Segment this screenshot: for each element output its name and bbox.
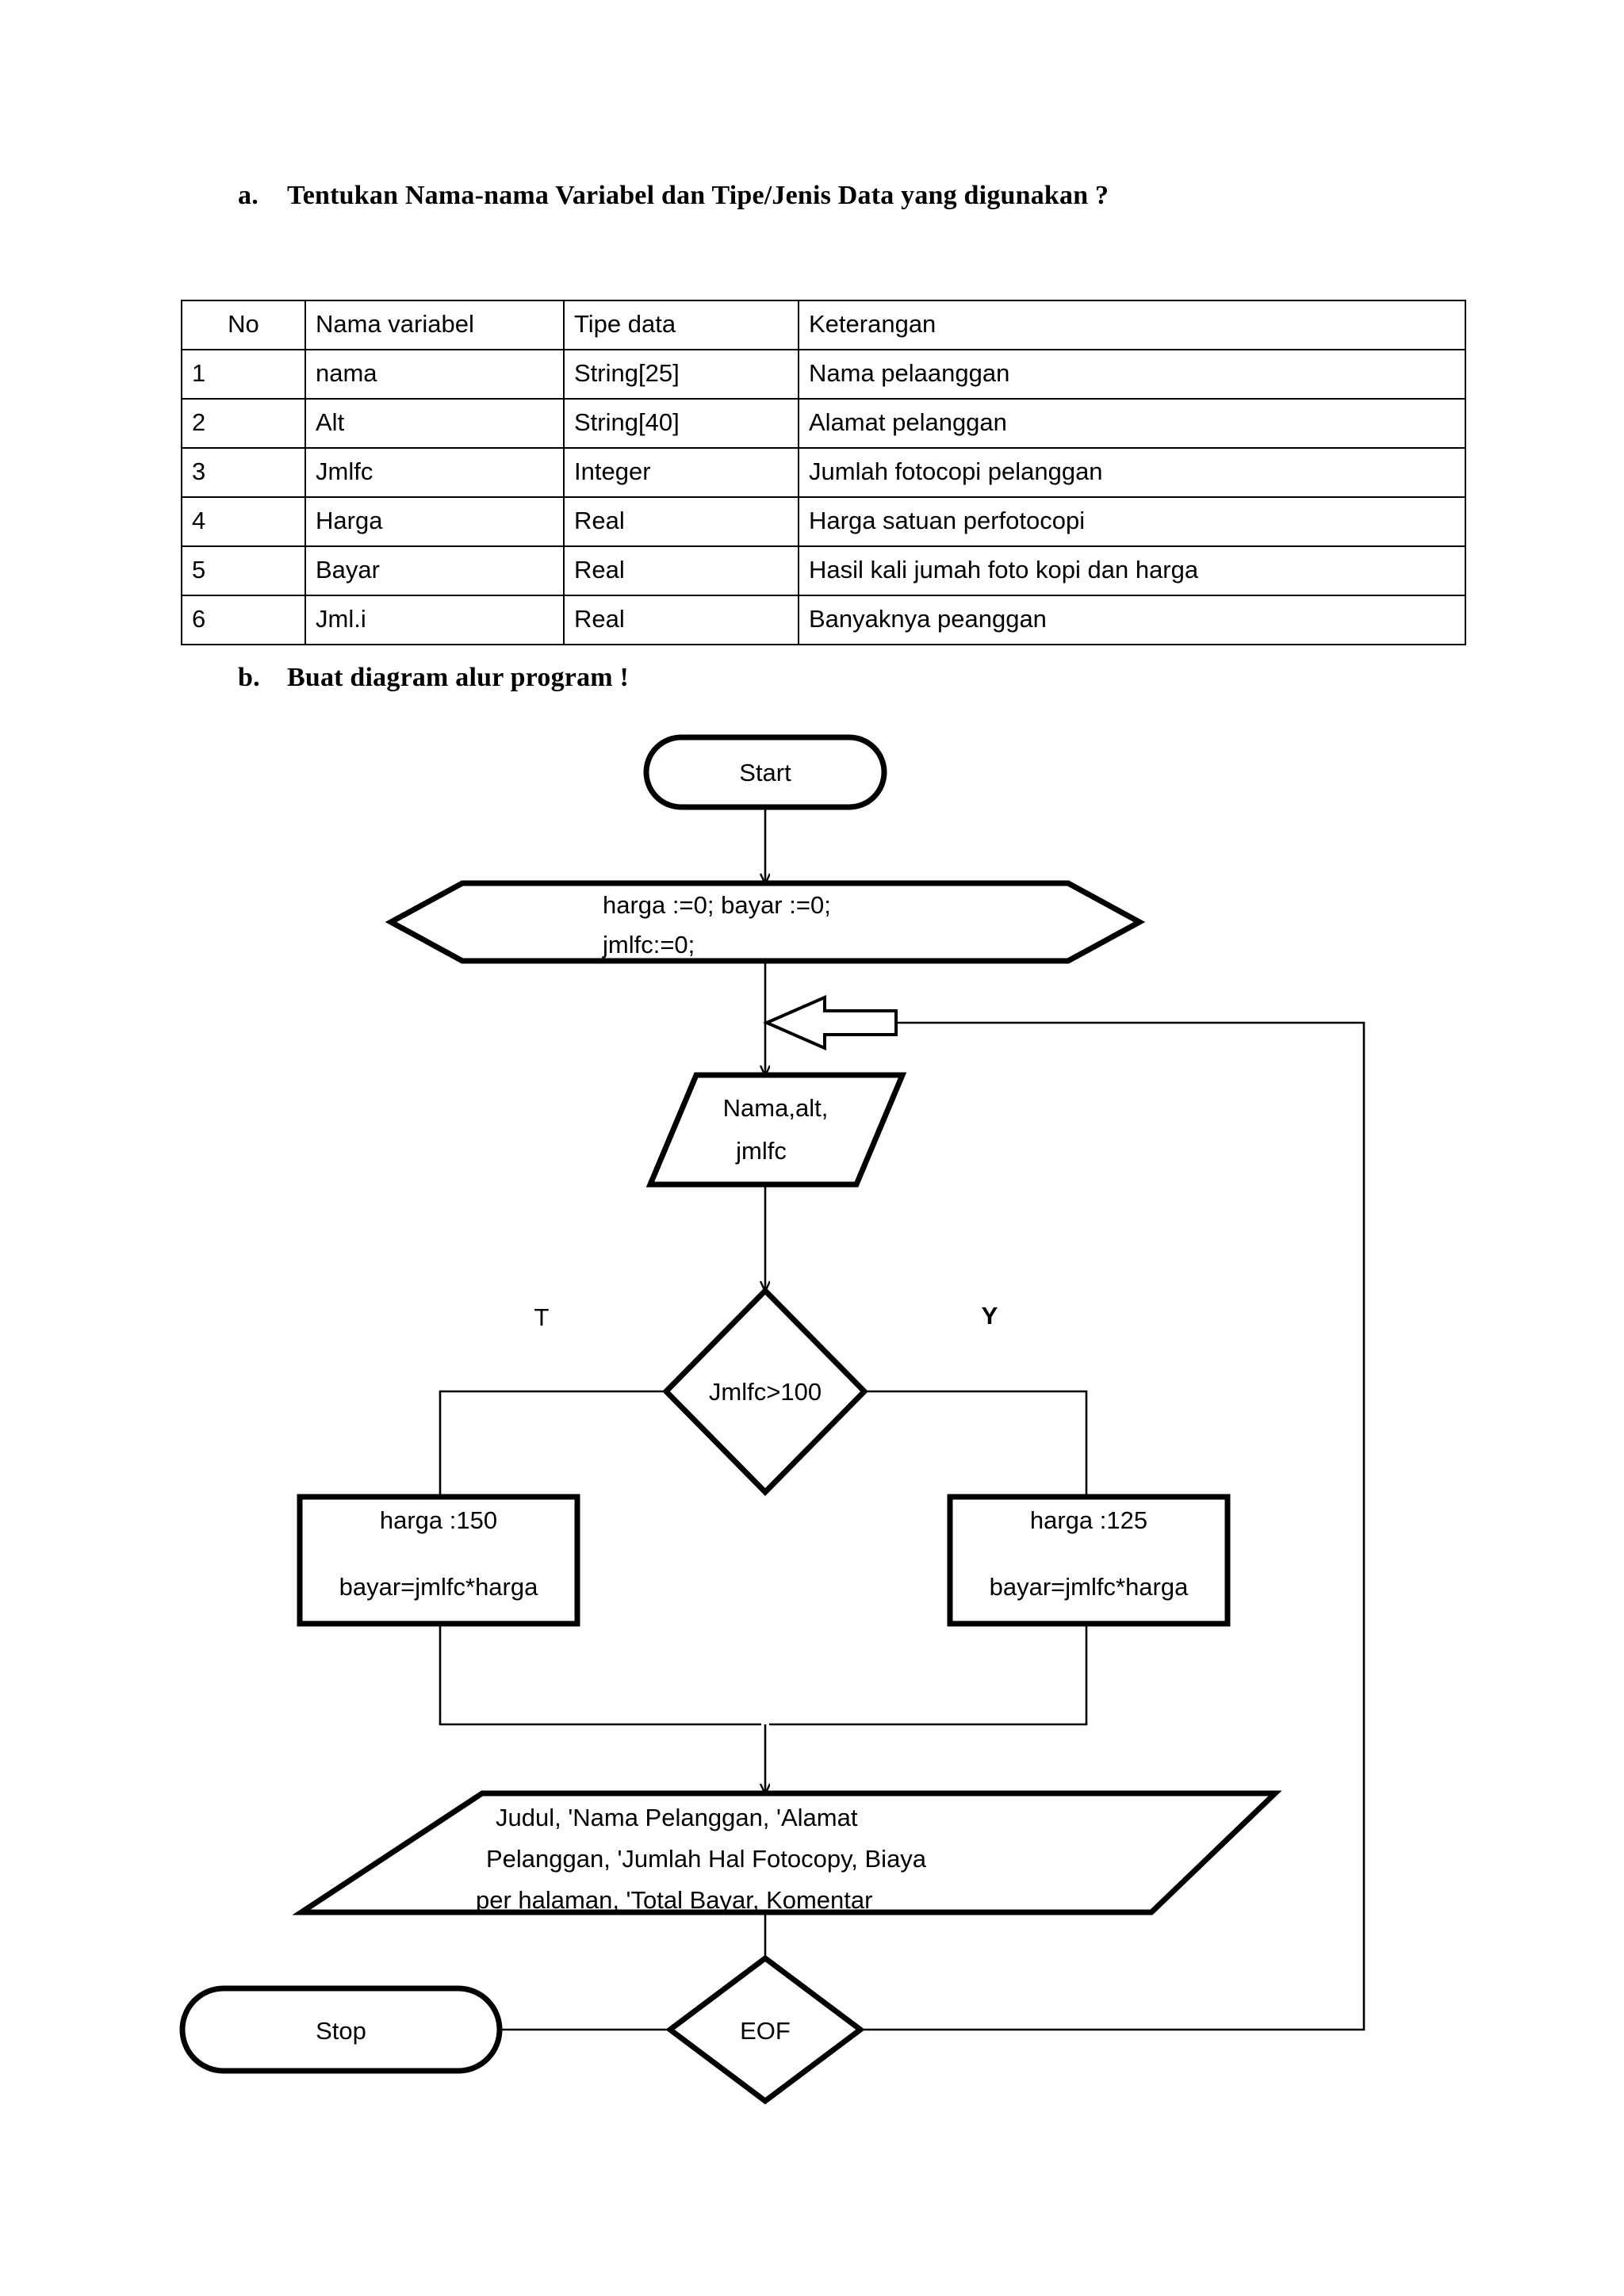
- output-line3: per halaman, 'Total Bayar, Komentar: [476, 1886, 872, 1914]
- decision-label: Jmlfc>100: [709, 1378, 822, 1406]
- cell-keterangan: Banyaknya peanggan: [798, 595, 1466, 645]
- col-header-name: Nama variabel: [304, 300, 565, 350]
- flow-node-init: harga :=0; bayar :=0; jmlfc:=0;: [385, 880, 1146, 964]
- flow-node-input: Nama,alt, jmlfc: [645, 1072, 907, 1188]
- cell-type: Integer: [563, 447, 799, 498]
- process-right-line2: bayar=jmlfc*harga: [990, 1573, 1189, 1601]
- cell-type: String[25]: [563, 349, 799, 400]
- start-label: Start: [739, 759, 791, 786]
- cell-name: Bayar: [304, 545, 565, 596]
- start-terminator-shape: [643, 734, 887, 810]
- cell-no: 2: [181, 398, 306, 449]
- branch-label-true: T: [534, 1303, 550, 1331]
- process-right-shape: [947, 1494, 1231, 1627]
- section-b-heading: b. Buat diagram alur program !: [238, 663, 629, 693]
- cell-type: Real: [563, 496, 799, 547]
- input-line2: jmlfc: [735, 1137, 787, 1165]
- cell-keterangan: Hasil kali jumah foto kopi dan harga: [798, 545, 1466, 596]
- table-row: 2 Alt String[40] Alamat pelanggan: [181, 398, 1466, 449]
- cell-name: Alt: [304, 398, 565, 449]
- variable-table: No Nama variabel Tipe data Keterangan 1 …: [181, 300, 1466, 645]
- flow-node-decision: Jmlfc>100: [662, 1287, 868, 1496]
- col-header-no: No: [181, 300, 306, 350]
- process-left-line1: harga :150: [380, 1506, 497, 1534]
- col-header-keterangan: Keterangan: [798, 300, 1466, 350]
- section-a-marker: a.: [238, 181, 259, 210]
- cell-keterangan: Nama pelaanggan: [798, 349, 1466, 400]
- flow-node-start: Start: [643, 734, 887, 810]
- eof-diamond-shape: [665, 1954, 865, 2105]
- flow-node-stop: Stop: [179, 1985, 503, 2074]
- decision-diamond-shape: [662, 1287, 868, 1496]
- cell-name: Harga: [304, 496, 565, 547]
- table-row: 3 Jmlfc Integer Jumlah fotocopi pelangga…: [181, 447, 1466, 498]
- col-header-type: Tipe data: [563, 300, 799, 350]
- flow-node-eof: EOF: [665, 1954, 865, 2105]
- connector-loop-back: [860, 1021, 1365, 2031]
- stop-label: Stop: [316, 2017, 366, 2045]
- init-hexagon-shape: [385, 880, 1146, 964]
- cell-no: 1: [181, 349, 306, 400]
- cell-keterangan: Jumlah fotocopi pelanggan: [798, 447, 1466, 498]
- loopback-block-arrow-icon: [763, 994, 898, 1051]
- input-line1: Nama,alt,: [723, 1094, 829, 1122]
- cell-no: 4: [181, 496, 306, 547]
- table-row: 6 Jml.i Real Banyaknya peanggan: [181, 595, 1466, 645]
- init-line2: jmlfc:=0;: [602, 931, 695, 959]
- process-right-line1: harga :125: [1030, 1506, 1147, 1534]
- cell-type: Real: [563, 545, 799, 596]
- branch-label-false: Y: [982, 1302, 998, 1330]
- flow-node-process-right: harga :125 bayar=jmlfc*harga: [947, 1494, 1231, 1627]
- flow-node-output: Judul, 'Nama Pelanggan, 'Alamat Pelangga…: [292, 1790, 1282, 1915]
- eof-label: EOF: [740, 2017, 791, 2045]
- table-row: 4 Harga Real Harga satuan perfotocopi: [181, 496, 1466, 547]
- process-left-line2: bayar=jmlfc*harga: [339, 1573, 538, 1601]
- section-a-heading: a. Tentukan Nama-nama Variabel dan Tipe/J…: [238, 181, 1109, 211]
- init-line1: harga :=0; bayar :=0;: [603, 891, 831, 919]
- cell-type: Real: [563, 595, 799, 645]
- cell-name: nama: [304, 349, 565, 400]
- cell-no: 3: [181, 447, 306, 498]
- flow-node-process-left: harga :150 bayar=jmlfc*harga: [297, 1494, 580, 1627]
- output-line2: Pelanggan, 'Jumlah Hal Fotocopy, Biaya: [486, 1845, 927, 1873]
- cell-name: Jml.i: [304, 595, 565, 645]
- stop-terminator-shape: [179, 1985, 503, 2074]
- process-left-shape: [297, 1494, 580, 1627]
- output-parallelogram-shape: [292, 1790, 1282, 1915]
- input-parallelogram-shape: [645, 1072, 907, 1188]
- output-line1: Judul, 'Nama Pelanggan, 'Alamat: [496, 1804, 858, 1831]
- section-a-title: Tentukan Nama-nama Variabel dan Tipe/Jen…: [287, 181, 1109, 210]
- cell-name: Jmlfc: [304, 447, 565, 498]
- cell-type: String[40]: [563, 398, 799, 449]
- cell-no: 5: [181, 545, 306, 596]
- cell-keterangan: Harga satuan perfotocopi: [798, 496, 1466, 547]
- table-header-row: No Nama variabel Tipe data Keterangan: [181, 300, 1466, 350]
- table-row: 1 nama String[25] Nama pelaanggan: [181, 349, 1466, 400]
- section-b-marker: b.: [238, 663, 260, 692]
- table-row: 5 Bayar Real Hasil kali jumah foto kopi …: [181, 545, 1466, 596]
- section-b-title: Buat diagram alur program !: [287, 663, 630, 692]
- cell-keterangan: Alamat pelanggan: [798, 398, 1466, 449]
- cell-no: 6: [181, 595, 306, 645]
